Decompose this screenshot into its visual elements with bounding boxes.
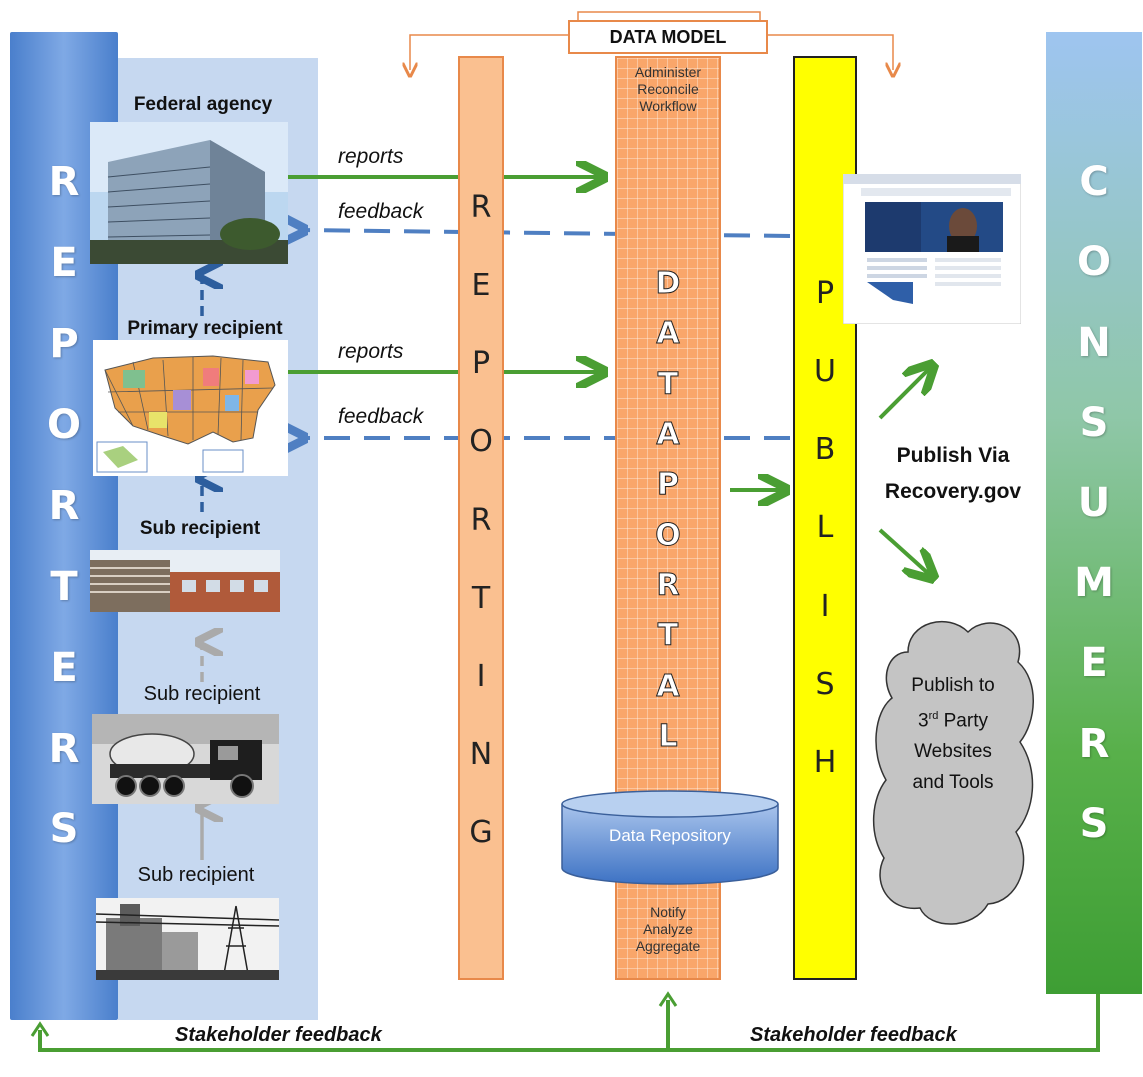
reporting-letter: R bbox=[470, 502, 492, 538]
consumers-letter: M bbox=[1074, 560, 1114, 607]
publish-letter: L bbox=[816, 510, 834, 546]
reporting-letter: P bbox=[471, 346, 491, 382]
reporters-letter: T bbox=[50, 563, 78, 610]
publish-letter: U bbox=[814, 354, 836, 390]
sub-recipient-plant-image bbox=[96, 898, 279, 980]
cloud-text: Publish to 3rd Party Websites and Tools bbox=[911, 675, 995, 794]
publish-letter: H bbox=[813, 744, 837, 780]
reporters-letter: E bbox=[50, 644, 78, 691]
publish-letter: B bbox=[814, 432, 836, 468]
reporters-letter: O bbox=[46, 402, 81, 449]
reporting-column: R E P O R T I N G bbox=[458, 56, 504, 980]
reporters-letter: S bbox=[49, 806, 79, 853]
data-model-box: DATA MODEL bbox=[568, 20, 768, 54]
publish-via-text: Publish Via Recovery.gov bbox=[884, 444, 1022, 503]
publish-up-arrow bbox=[878, 368, 930, 420]
sub-recipient-building-image bbox=[90, 550, 280, 612]
consumers-letter: S bbox=[1079, 800, 1109, 847]
publish-letter: S bbox=[815, 666, 835, 702]
consumers-letter: O bbox=[1076, 239, 1111, 286]
data-repository-label: Data Repository bbox=[609, 826, 731, 845]
portal-letter: A bbox=[656, 416, 680, 452]
portal-letter: A bbox=[656, 316, 680, 352]
consumers-letter: R bbox=[1078, 720, 1110, 767]
reporters-letter: R bbox=[48, 159, 80, 206]
third-party-cloud bbox=[873, 621, 1034, 925]
portal-top-text: Administer Reconcile Workflow bbox=[634, 64, 702, 114]
portal-bottom-text: Notify Analyze Aggregate bbox=[635, 904, 701, 954]
data-repository-cylinder bbox=[561, 790, 779, 885]
sub-recipient-truck-image bbox=[92, 714, 279, 804]
reports-label-1: reports bbox=[338, 145, 404, 168]
reporters-letter: P bbox=[49, 321, 79, 368]
portal-letter: D bbox=[655, 266, 681, 302]
sub-recipient-label-1: Sub recipient bbox=[139, 518, 261, 539]
publish-letter: P bbox=[815, 276, 835, 311]
reporters-letter: R bbox=[48, 482, 80, 529]
data-model-left-arrow bbox=[410, 34, 568, 70]
reporters-letter: R bbox=[48, 725, 80, 772]
reporting-letter: E bbox=[471, 268, 491, 304]
reports-label-2: reports bbox=[338, 340, 404, 363]
portal-letter: A bbox=[656, 668, 680, 704]
federal-agency-label: Federal agency bbox=[133, 94, 273, 115]
reporting-letter: G bbox=[469, 815, 493, 850]
reporters-letter: E bbox=[50, 240, 78, 287]
reporting-letter: I bbox=[476, 658, 486, 694]
publish-down-arrow bbox=[878, 528, 930, 575]
publish-letter: I bbox=[820, 588, 830, 624]
federal-agency-image bbox=[90, 122, 288, 264]
consumers-letter: N bbox=[1077, 319, 1111, 366]
reporting-letter: R bbox=[470, 190, 492, 225]
primary-recipient-label: Primary recipient bbox=[127, 318, 283, 339]
feedback-label-1: feedback bbox=[338, 200, 424, 223]
data-model-right-arrow bbox=[768, 34, 893, 70]
portal-letter: P bbox=[657, 467, 680, 503]
consumers-letter: C bbox=[1079, 159, 1109, 206]
consumers-letter: U bbox=[1077, 479, 1111, 526]
portal-letter: T bbox=[657, 366, 679, 402]
consumers-letter: S bbox=[1079, 399, 1109, 446]
stakeholder-feedback-loop bbox=[38, 994, 1100, 1052]
recovery-gov-screenshot bbox=[843, 174, 1021, 324]
reporting-letter: O bbox=[469, 424, 493, 460]
feedback-label-2: feedback bbox=[338, 405, 424, 428]
stakeholder-feedback-right: Stakeholder feedback bbox=[750, 1024, 957, 1046]
portal-letter: T bbox=[657, 618, 679, 654]
stakeholder-feedback-left: Stakeholder feedback bbox=[175, 1024, 382, 1046]
portal-letter: R bbox=[656, 567, 680, 603]
portal-letter: L bbox=[658, 718, 678, 754]
reporting-letter: T bbox=[471, 580, 491, 616]
sub-recipient-label-3: Sub recipient bbox=[137, 864, 255, 886]
primary-recipient-map-image bbox=[93, 340, 288, 476]
portal-letter: O bbox=[655, 517, 681, 553]
consumers-letter: E bbox=[1080, 640, 1108, 687]
sub-recipient-label-2: Sub recipient bbox=[143, 683, 261, 705]
reporting-letter: N bbox=[469, 736, 493, 772]
